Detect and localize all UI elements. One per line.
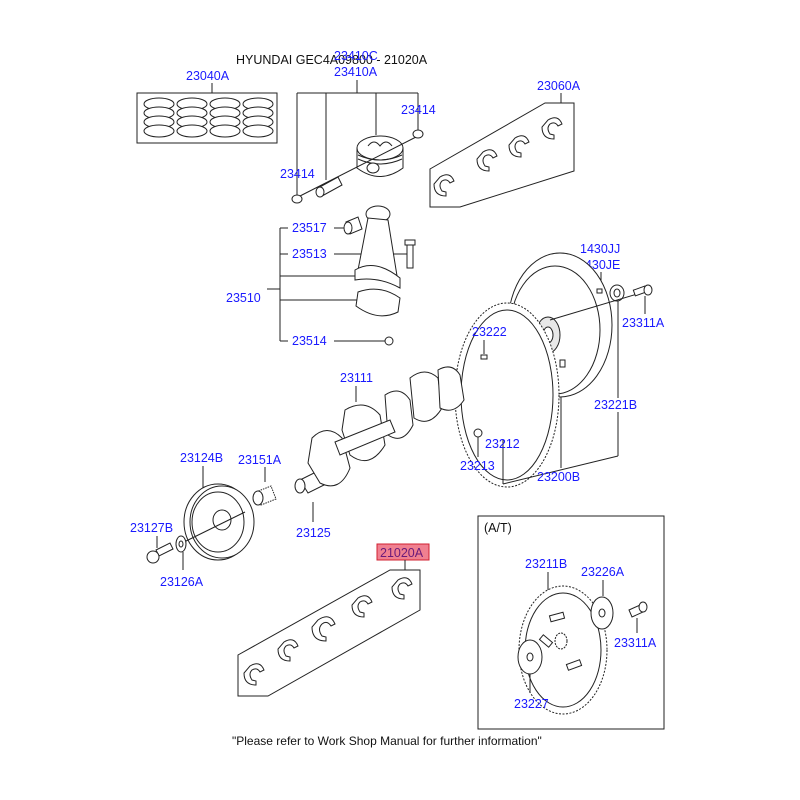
drive-plate-bolt bbox=[628, 601, 648, 618]
piston-pin-clip-right bbox=[412, 129, 424, 139]
label-23060A[interactable]: 23060A bbox=[537, 79, 581, 93]
label-23151A[interactable]: 23151A bbox=[238, 453, 282, 467]
label-23126A[interactable]: 23126A bbox=[160, 575, 204, 589]
conrod-leader-lines bbox=[267, 227, 410, 342]
ring-stack-4 bbox=[242, 97, 274, 138]
label-23125[interactable]: 23125 bbox=[296, 526, 331, 540]
label-23311A-top[interactable]: 23311A bbox=[622, 316, 665, 330]
piston-ring-set bbox=[136, 83, 278, 144]
flywheel-bolt bbox=[549, 284, 653, 321]
label-23414-right[interactable]: 23414 bbox=[401, 103, 436, 117]
label-23410A[interactable]: 23410A bbox=[334, 65, 378, 79]
label-23414-left[interactable]: 23414 bbox=[280, 167, 315, 181]
at-drive-plate-box: (A/T) 23211B 23226A 23311A 23227 bbox=[477, 515, 665, 730]
pilot-bushing bbox=[609, 284, 625, 302]
drive-plate-spacer bbox=[517, 639, 543, 675]
label-23212[interactable]: 23212 bbox=[485, 437, 520, 451]
label-23040A[interactable]: 23040A bbox=[186, 69, 230, 83]
label-23514[interactable]: 23514 bbox=[292, 334, 327, 348]
rod-nut bbox=[384, 336, 394, 346]
label-1430JJ[interactable]: 1430JJ bbox=[580, 242, 620, 256]
label-23221B[interactable]: 23221B bbox=[594, 398, 637, 412]
at-box-title: (A/T) bbox=[484, 521, 512, 535]
pulley-washer bbox=[175, 535, 187, 553]
pulley-bolt bbox=[146, 542, 174, 564]
label-23226A[interactable]: 23226A bbox=[581, 565, 625, 579]
label-23510[interactable]: 23510 bbox=[226, 291, 261, 305]
drive-plate-adapter bbox=[590, 596, 614, 630]
label-23213[interactable]: 23213 bbox=[460, 459, 495, 473]
label-23222[interactable]: 23222 bbox=[472, 325, 507, 339]
piston bbox=[356, 135, 404, 177]
label-23200B[interactable]: 23200B bbox=[537, 470, 580, 484]
label-23127B[interactable]: 23127B bbox=[130, 521, 173, 535]
rod-bolt bbox=[404, 239, 416, 269]
label-21020A[interactable]: 21020A bbox=[380, 546, 424, 560]
label-23410C[interactable]: 23410C bbox=[334, 49, 378, 63]
label-23124B[interactable]: 23124B bbox=[180, 451, 223, 465]
label-23517[interactable]: 23517 bbox=[292, 221, 327, 235]
label-23227[interactable]: 23227 bbox=[514, 697, 549, 711]
dowel-pin bbox=[596, 288, 603, 294]
label-23311A-at[interactable]: 23311A bbox=[614, 636, 657, 650]
connecting-rod bbox=[354, 205, 401, 317]
label-23111[interactable]: 23111 bbox=[340, 371, 373, 385]
flywheel-leader-lines bbox=[502, 301, 619, 485]
dowel-23222 bbox=[480, 354, 488, 360]
ring-stack-2 bbox=[176, 97, 208, 138]
piston-pin bbox=[299, 135, 419, 198]
crank-bolt-23213 bbox=[473, 428, 483, 438]
drive-plate bbox=[518, 585, 608, 715]
ring-stack-1 bbox=[143, 97, 175, 138]
highlighted-part-label[interactable]: 21020A bbox=[376, 543, 430, 561]
ring-stack-3 bbox=[209, 97, 241, 138]
label-23211B[interactable]: 23211B bbox=[525, 557, 567, 571]
label-23513[interactable]: 23513 bbox=[292, 247, 327, 261]
damper-pulley bbox=[179, 483, 255, 561]
upper-bearing-set bbox=[429, 102, 575, 208]
crankshaft bbox=[294, 366, 465, 494]
main-bearing-set bbox=[237, 569, 421, 697]
diagram-title: HYUNDAI GEC4A09800 - 21020A bbox=[236, 53, 428, 67]
piston-pin-clip-left bbox=[291, 194, 303, 204]
crank-sprocket bbox=[252, 485, 277, 506]
piston-leader-lines bbox=[296, 80, 419, 195]
footer-note: "Please refer to Work Shop Manual for fu… bbox=[232, 734, 542, 748]
small-end-bushing bbox=[343, 216, 363, 235]
